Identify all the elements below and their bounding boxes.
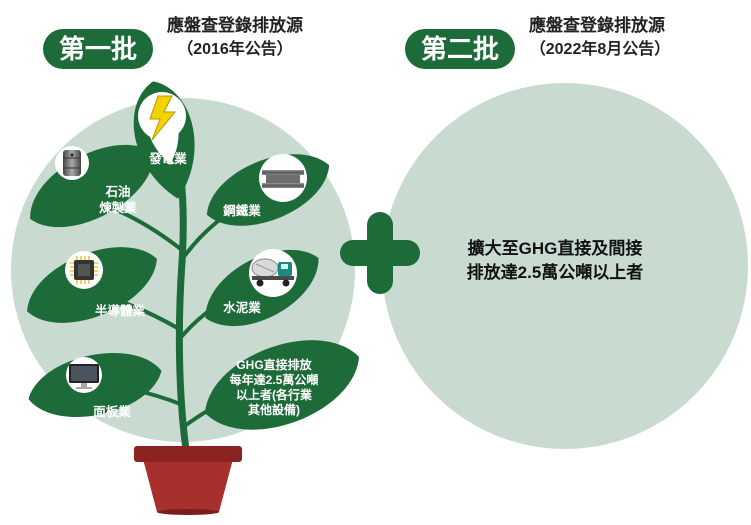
batch1-badge: 第一批 [43, 29, 153, 69]
batch2-circle [382, 83, 748, 449]
batch2-text-line2: 排放達2.5萬公噸以上者 [466, 263, 644, 282]
leaf-label-power: 發電業 [149, 152, 187, 166]
leaf-label-steel: 鋼鐵業 [223, 204, 261, 218]
steel-beam-icon [259, 154, 307, 202]
leaf-other [204, 340, 360, 430]
leaf-label-cement: 水泥業 [223, 301, 261, 315]
flower-pot [134, 446, 242, 515]
lightning-icon [138, 92, 186, 141]
batch2-title: 應盤查登錄排放源 [529, 16, 665, 35]
leaf-label-panel: 面板業 [93, 405, 131, 419]
batch2-text-line1: 擴大至GHG直接及間接 [467, 239, 643, 258]
batch2-badge: 第二批 [405, 29, 515, 69]
batch1-title: 應盤查登錄排放源 [167, 16, 303, 35]
monitor-icon [66, 357, 102, 393]
chip-icon [65, 251, 103, 289]
leaf-label-semiconductor: 半導體業 [94, 304, 145, 318]
leaf-label-petroleum: 石油 煉製業 [99, 185, 137, 215]
batch1-subtitle: （2016年公告） [177, 41, 293, 58]
cement-mixer-truck-icon [249, 249, 297, 297]
batch2-subtitle: （2022年8月公告） [529, 41, 671, 58]
leaf-label-other: GHG直接排放 每年達2.5萬公噸 以上者(各行業 其他設備) [229, 358, 319, 417]
leaf-petroleum [30, 144, 154, 228]
plus-icon [340, 212, 420, 294]
oil-barrel-icon [55, 146, 89, 180]
